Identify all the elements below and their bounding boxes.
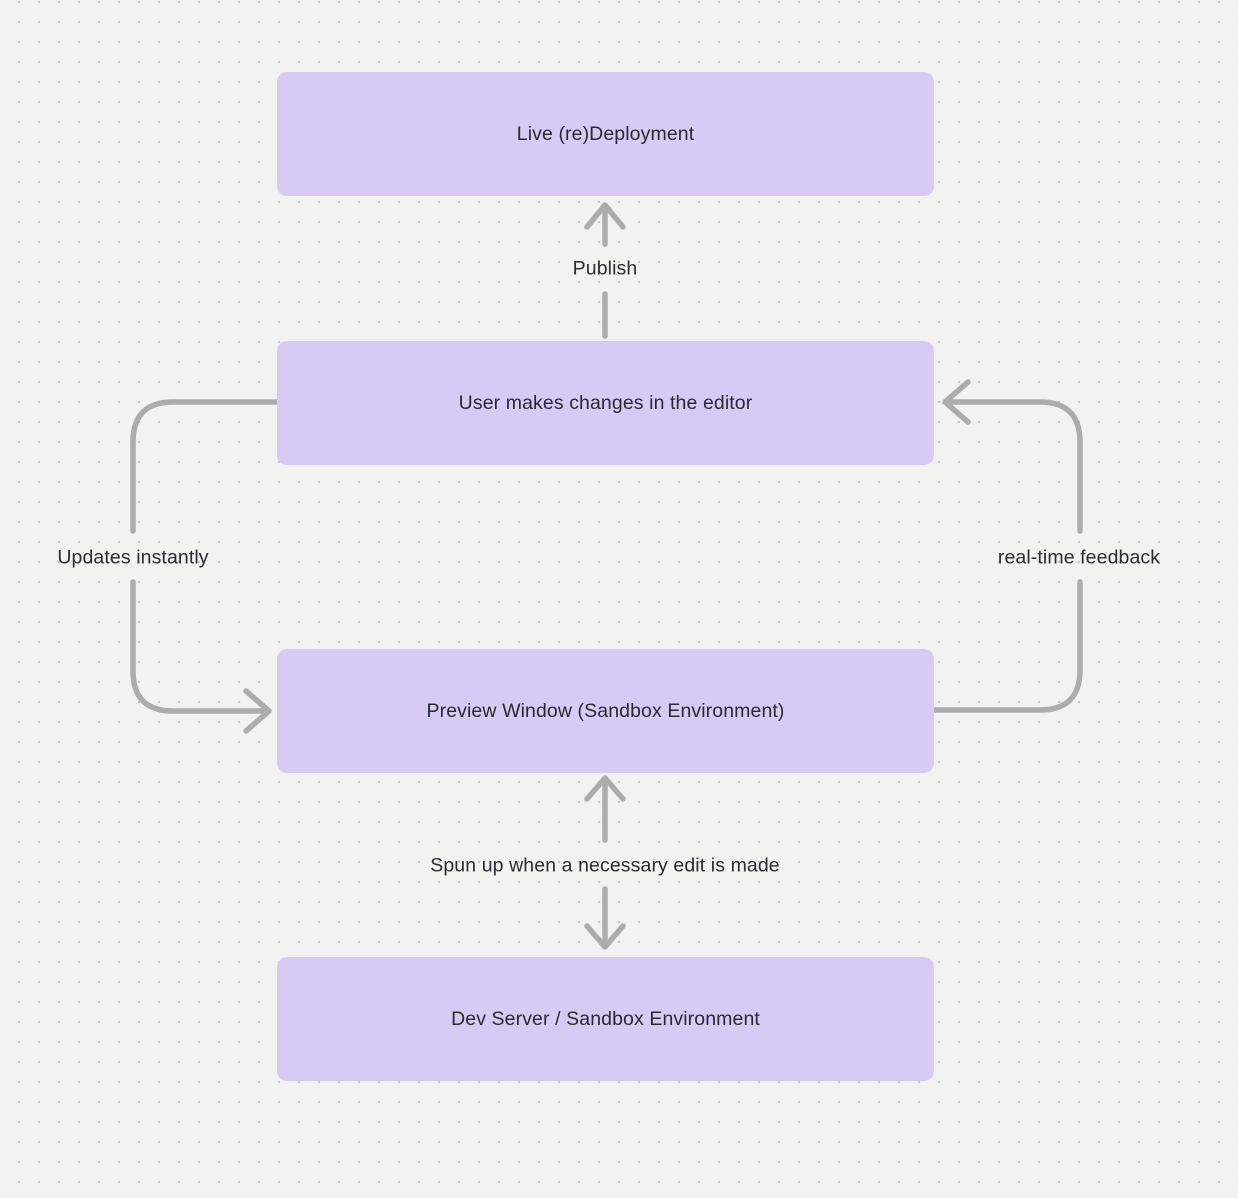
node-label: User makes changes in the editor [458,391,753,414]
updates-instantly-arrow [130,399,280,734]
arrowhead-down-icon [584,923,626,950]
node-preview-window: Preview Window (Sandbox Environment) [277,649,934,773]
edge-label-real-time-feedback: real-time feedback [997,546,1161,569]
spun-up-arrow [584,775,626,950]
arrowhead-right-icon [243,688,272,734]
node-label: Preview Window (Sandbox Environment) [426,699,785,722]
node-label: Dev Server / Sandbox Environment [451,1007,760,1030]
node-label: Live (re)Deployment [516,122,695,145]
node-dev-server: Dev Server / Sandbox Environment [277,957,934,1081]
edge-label-updates-instantly: Updates instantly [57,546,209,569]
node-live-redeployment: Live (re)Deployment [277,72,934,196]
real-time-feedback-arrow [931,379,1083,713]
node-user-editor: User makes changes in the editor [277,341,934,465]
edge-label-spun-up: Spun up when a necessary edit is made [430,854,780,877]
arrowhead-left-icon [942,379,971,425]
publish-arrow [584,202,626,339]
arrowhead-up-icon [584,775,626,802]
edge-label-publish: Publish [572,257,638,280]
arrowhead-up-icon [584,202,626,230]
